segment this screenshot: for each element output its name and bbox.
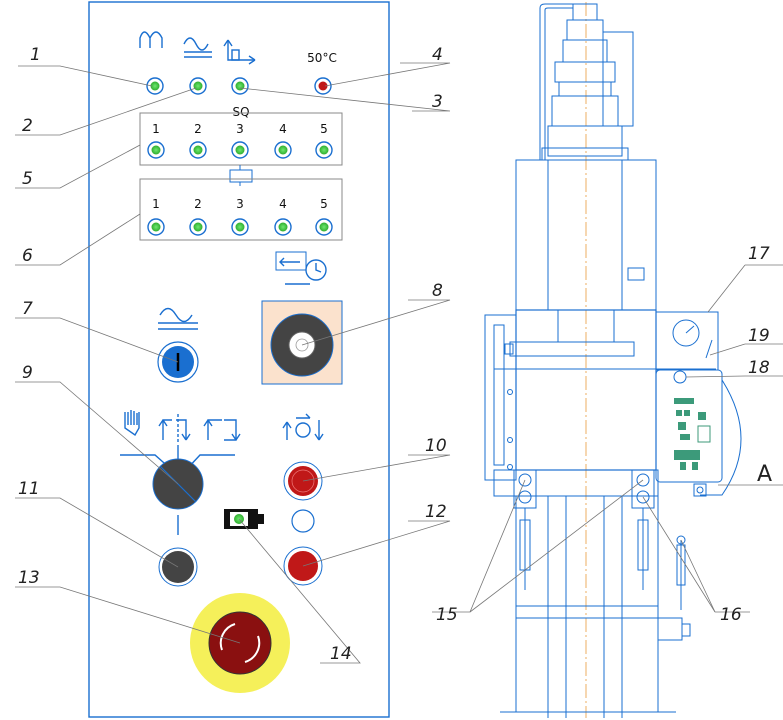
- callout-11: 11: [18, 479, 40, 499]
- relay-coil-symbol: [229, 165, 253, 186]
- row6-lamp-4: [274, 218, 292, 236]
- control-panel-outline: [88, 1, 390, 718]
- callout-2: 2: [22, 116, 33, 136]
- indicator-lamp-3: [231, 77, 249, 95]
- callout-17: 17: [748, 244, 770, 264]
- callout-15: 15: [436, 605, 458, 625]
- callout-10: 10: [425, 436, 447, 456]
- callout-leaders: [15, 62, 451, 664]
- callout-14: 14: [330, 644, 352, 664]
- row6-lamp-5: [315, 218, 333, 236]
- row6-number-1: 1: [152, 197, 160, 211]
- motor-icon: [224, 509, 264, 529]
- callout-7: 7: [22, 299, 33, 319]
- empty-indicator-lamp: [291, 509, 315, 533]
- row6-number-3: 3: [236, 197, 244, 211]
- callout-18: 18: [748, 358, 770, 378]
- row6-number-4: 4: [279, 197, 287, 211]
- row6-number-2: 2: [194, 197, 202, 211]
- callout-13: 13: [18, 568, 40, 588]
- machine-drawing: [484, 2, 742, 718]
- step-arrow-symbol: [223, 39, 256, 65]
- solenoid-group: [139, 178, 343, 241]
- sq-lamp-3: [231, 141, 249, 159]
- callout-1: 1: [30, 45, 41, 65]
- right-callout-leaders: [432, 264, 783, 613]
- callout-8: 8: [432, 281, 443, 301]
- indicator-lamp-2: [189, 77, 207, 95]
- row6-lamp-1: [147, 218, 165, 236]
- callout-5: 5: [22, 169, 33, 189]
- single-cycle-icon: [158, 414, 191, 442]
- auto-cycle-icon: [203, 419, 241, 441]
- callout-3: 3: [432, 92, 443, 112]
- sq-number-1: 1: [152, 122, 160, 136]
- callout-16: 16: [720, 605, 742, 625]
- temperature-label: 50°C: [307, 51, 337, 65]
- callout-19: 19: [748, 326, 770, 346]
- sq-number-2: 2: [194, 122, 202, 136]
- row6-lamp-2: [189, 218, 207, 236]
- callout-A: A: [757, 462, 772, 487]
- sq-number-3: 3: [236, 122, 244, 136]
- callout-6: 6: [22, 246, 33, 266]
- timer-clock-symbol: [275, 251, 327, 285]
- callout-12: 12: [425, 502, 447, 522]
- sq-lamp-5: [315, 141, 333, 159]
- sq-lamp-2: [189, 141, 207, 159]
- indicator-lamp-4-red: [314, 77, 332, 95]
- sine-wave-symbol-2: [183, 37, 212, 58]
- sine-wave-symbol-1: [139, 31, 163, 48]
- sine-wave-symbol-3: [158, 307, 198, 330]
- callout-4: 4: [432, 45, 443, 65]
- manual-hand-icon: [124, 410, 140, 437]
- sq-lamp-1: [147, 141, 165, 159]
- cabinet-components: [674, 398, 711, 470]
- callout-9: 9: [22, 363, 33, 383]
- sq-lamp-4: [274, 141, 292, 159]
- sq-number-5: 5: [320, 122, 328, 136]
- sq-label: SQ: [232, 105, 249, 119]
- cycle-indicator-icon: [282, 413, 324, 441]
- sq-number-4: 4: [279, 122, 287, 136]
- row6-lamp-3: [231, 218, 249, 236]
- row6-number-5: 5: [320, 197, 328, 211]
- indicator-lamp-1: [146, 77, 164, 95]
- sq-sensor-group: [139, 112, 343, 166]
